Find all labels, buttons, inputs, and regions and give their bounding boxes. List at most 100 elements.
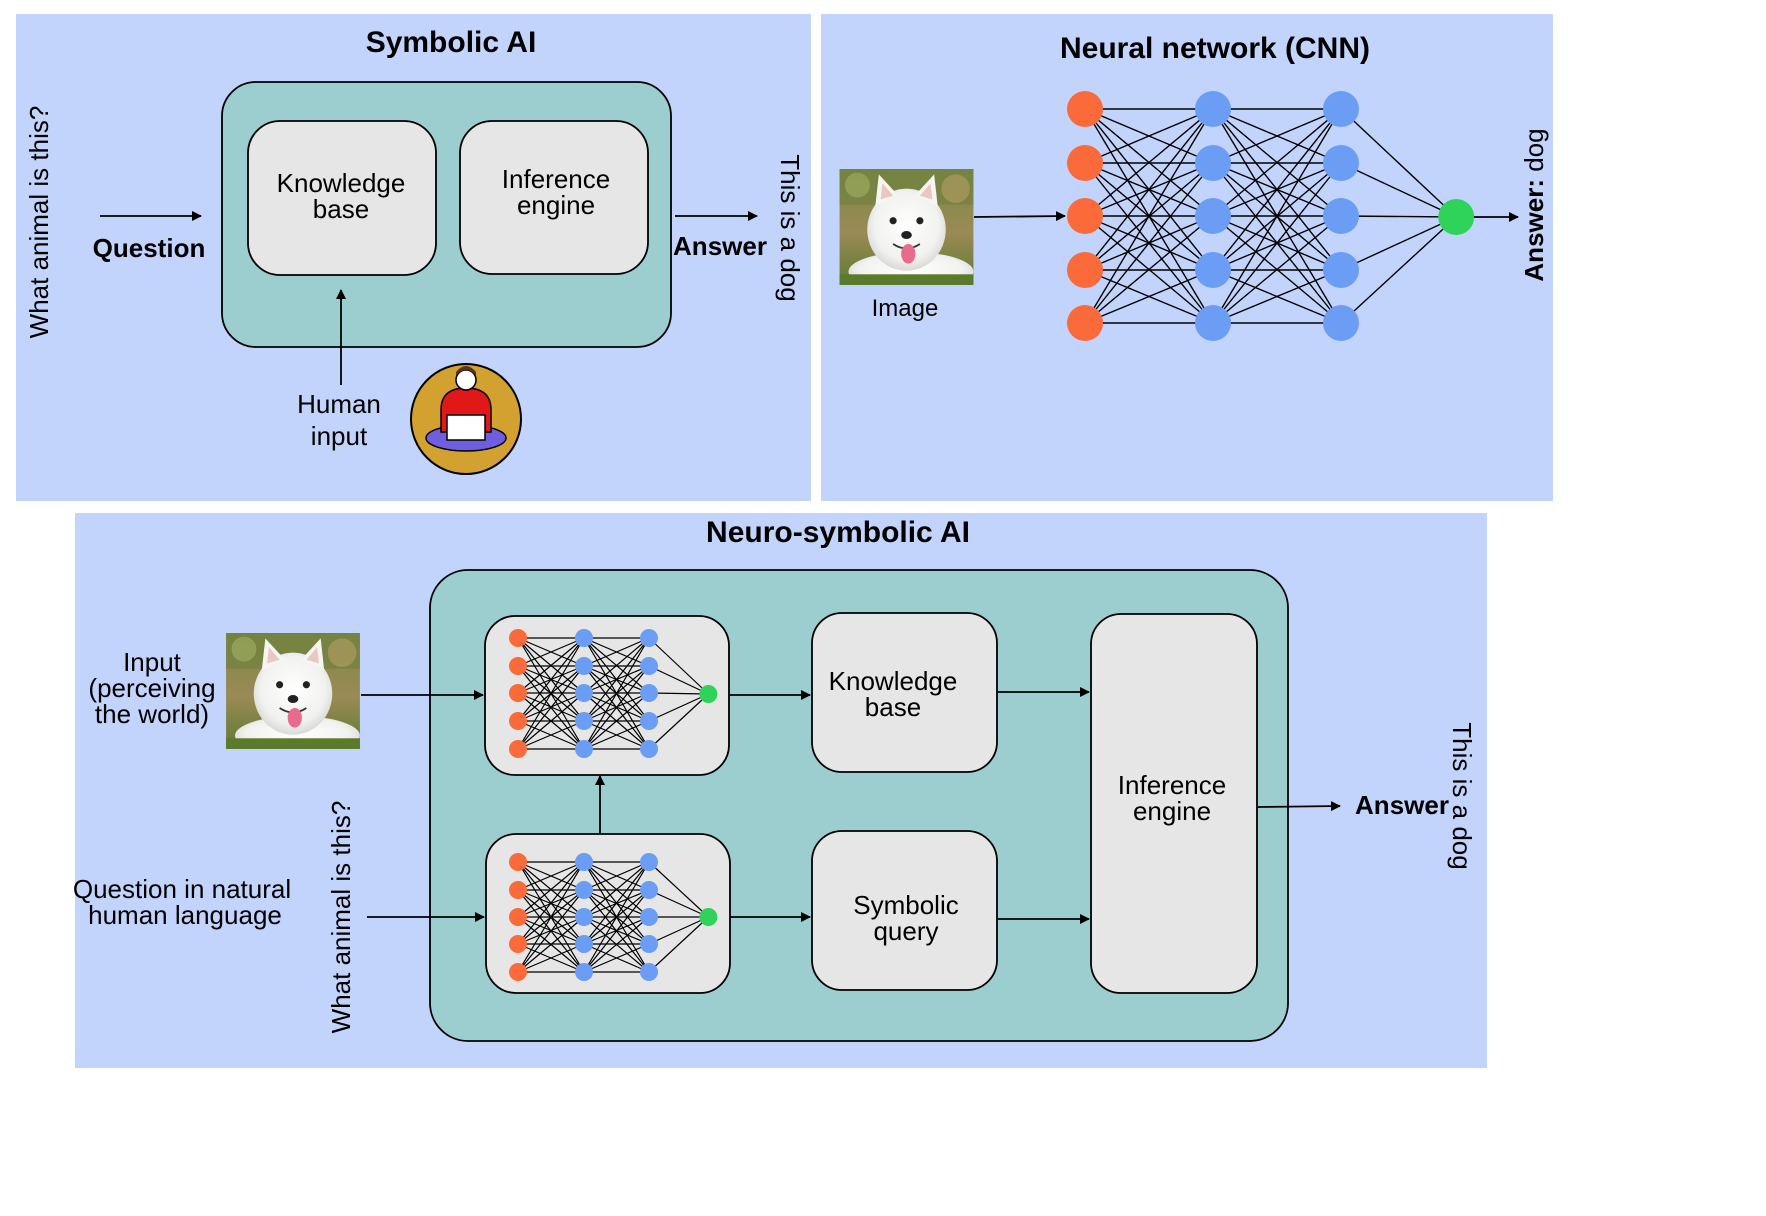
neuro-answer-label: Answer [1355, 790, 1449, 820]
cnn-edge [1212, 162, 1342, 324]
cnn-edge [1084, 162, 1214, 324]
neural-title: Neural network (CNN) [1060, 32, 1370, 65]
language-nn-edge [583, 861, 650, 973]
vision-nn-edge [648, 665, 709, 695]
symbolic-ie-line2: engine [517, 190, 595, 220]
language-nn-output-node [699, 908, 718, 926]
neuro-title: Neuro-symbolic AI [706, 516, 970, 549]
person-with-laptop-icon [410, 363, 522, 475]
language-nn-hidden-node [640, 853, 658, 871]
neural-network-graph [1067, 91, 1475, 341]
cnn-connections [1084, 108, 1457, 324]
language-nn-hidden-node [575, 963, 593, 981]
language-nn-hidden-node [640, 963, 658, 981]
neuro-language-network [509, 853, 718, 981]
symbolic-kb-line1: Knowledge [277, 168, 406, 198]
vision-nn-hidden-node [640, 629, 658, 647]
neural-answer-bold: Answer: [1519, 179, 1549, 282]
vision-nn-edge [583, 637, 650, 750]
language-nn-edge [583, 943, 650, 973]
neuro-input-line2: (perceiving [88, 673, 215, 703]
neuro-side-question: What animal is this? [326, 801, 356, 1034]
neural-image-label: Image [872, 295, 939, 322]
cnn-hidden-node [1323, 252, 1359, 288]
symbolic-ie-line1: Inference [502, 164, 610, 194]
cnn-hidden-node [1323, 198, 1359, 234]
cnn-hidden-node [1323, 145, 1359, 181]
vision-nn-edge [648, 693, 709, 750]
cnn-hidden-node [1323, 91, 1359, 127]
symbolic-knowledge-base-box: Knowledge base [247, 120, 437, 276]
cnn-edge [1212, 108, 1342, 271]
vision-nn-edge [648, 637, 709, 695]
language-nn-edge [583, 861, 650, 918]
neuro-sq-line2: query [873, 916, 938, 946]
vision-nn-input-node [509, 684, 527, 702]
cnn-hidden-node [1195, 91, 1231, 127]
cnn-input-node [1067, 305, 1103, 341]
language-nn-input-node [509, 881, 527, 899]
language-nn-hidden-node [575, 908, 593, 926]
symbolic-question-label: Question [93, 233, 206, 263]
neuro-kb-line1: Knowledge [829, 666, 958, 696]
neuro-question-line2: human language [88, 900, 282, 930]
cnn-edge [1084, 215, 1214, 324]
language-nn-edge [583, 861, 650, 891]
cnn-hidden-node [1323, 305, 1359, 341]
language-nn-edge [517, 943, 585, 973]
cnn-input-node [1067, 198, 1103, 234]
vision-nn-hidden-node [640, 712, 658, 730]
language-nn-edge [517, 916, 585, 973]
neuro-vision-network [509, 629, 718, 758]
cnn-input-node [1067, 252, 1103, 288]
cnn-edge [1084, 108, 1214, 271]
symbolic-kb-line2: base [313, 194, 369, 224]
neuro-input-line1: Input [123, 647, 182, 677]
vision-nn-edge [583, 637, 650, 722]
language-nn-edge [583, 861, 650, 945]
cnn-edge [1212, 108, 1342, 164]
vision-nn-edge [517, 637, 585, 694]
neural-dog-image [839, 169, 974, 285]
language-nn-hidden-node [640, 908, 658, 926]
vision-nn-input-node [509, 712, 527, 730]
vision-nn-edge [517, 665, 585, 750]
cnn-edge [1340, 216, 1457, 324]
cnn-edge [1340, 162, 1457, 218]
vision-nn-input-node [509, 657, 527, 675]
vision-nn-edge [583, 692, 650, 750]
vision-nn-hidden-node [575, 712, 593, 730]
neural-answer-value: dog [1519, 128, 1549, 179]
language-nn-hidden-node [575, 853, 593, 871]
cnn-edge [1340, 108, 1457, 218]
neuro-ie-line1: Inference [1118, 770, 1226, 800]
language-nn-edge [648, 916, 709, 945]
human-input-line2: input [311, 421, 368, 451]
neural-input-arrow [973, 211, 1066, 222]
cnn-edge [1084, 108, 1214, 324]
vision-nn-hidden-node [575, 684, 593, 702]
language-nn-edge [648, 889, 709, 918]
language-nn-edge [648, 916, 709, 973]
vision-nn-hidden-node [640, 740, 658, 758]
symbolic-title: Symbolic AI [366, 26, 537, 59]
cnn-input-node [1067, 145, 1103, 181]
language-nn-edge [517, 861, 585, 891]
vision-nn-edge [517, 720, 585, 750]
language-nn-hidden-node [640, 935, 658, 953]
neuro-sq-line1: Symbolic [853, 890, 958, 920]
vision-nn-hidden-node [575, 657, 593, 675]
symbolic-answer-text: This is a dog [775, 154, 805, 301]
neuro-ie-line2: engine [1133, 796, 1211, 826]
vision-nn-edge [648, 692, 709, 695]
language-nn-input-node [509, 908, 527, 926]
vision-nn-edge [517, 637, 585, 750]
vision-nn-edge [517, 637, 585, 667]
cnn-hidden-node [1195, 305, 1231, 341]
neural-answer: Answer: dog [1519, 128, 1549, 281]
language-nn-input-node [509, 853, 527, 871]
neuro-kb-line2: base [865, 692, 921, 722]
language-nn-edge [583, 916, 650, 973]
vision-nn-hidden-node [640, 684, 658, 702]
